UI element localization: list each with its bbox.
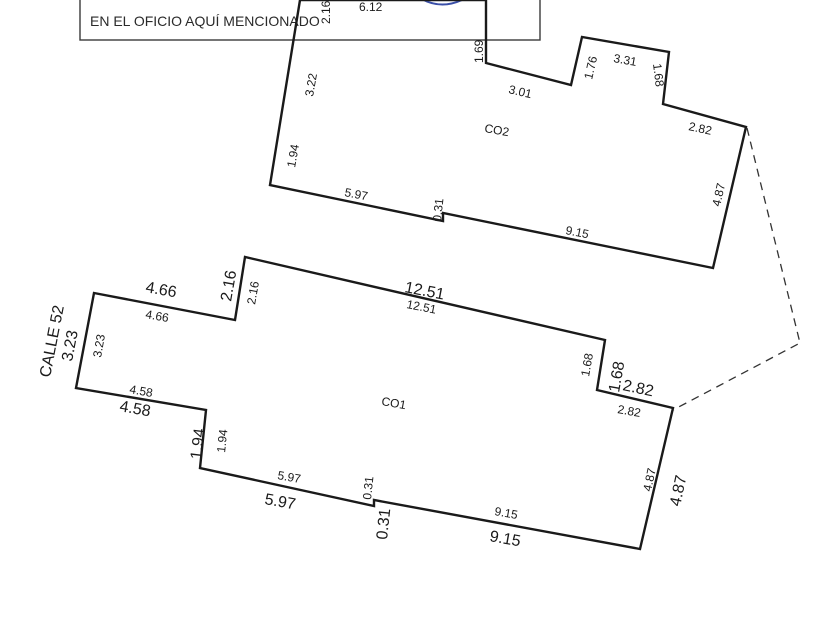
- co2-labels: 6.12 2.16 1.69 3.01 1.76 3.31 1.68 2.82 …: [284, 0, 728, 241]
- co1-inner-dim-l: 3.23: [90, 333, 108, 359]
- co1-inner-dim-k: 4.58: [128, 382, 154, 400]
- co2-dim-l: 3.22: [302, 72, 320, 98]
- stamp-seal-mark: [421, 0, 463, 6]
- co2-name: CO2: [483, 121, 510, 139]
- co1-outer-dim-i: 5.97: [263, 491, 297, 513]
- co2-dim-k: 1.94: [284, 143, 302, 169]
- co2-dim-m: 2.16: [319, 0, 333, 24]
- stamp-border: [79, 0, 541, 41]
- dashed-connector: [672, 127, 801, 411]
- co2-dim-g: 4.87: [709, 181, 728, 207]
- co2-dim-top: 6.12: [359, 0, 383, 14]
- stamp-line: EN EL OFICIO AQUÍ MENCIONADO: [90, 13, 320, 29]
- co1-outer-dim-h: 0.31: [374, 508, 394, 541]
- co1-outer-dim-g: 9.15: [488, 528, 522, 550]
- co2-outline: [268, 0, 748, 270]
- co2-dim-i: 0.31: [430, 197, 446, 222]
- co1-inner-dim-h: 0.31: [360, 475, 376, 500]
- co1-inner-dim-b: 2.16: [244, 280, 262, 306]
- co2-dim-a: 1.69: [472, 39, 486, 63]
- co1-outer-dim-l: 3.23: [59, 329, 82, 363]
- co2-dim-b: 3.01: [507, 82, 533, 101]
- co1-inner-dim-d: 1.68: [578, 352, 596, 378]
- co1-inner-dim-a: 4.66: [144, 307, 170, 325]
- co2-dim-d: 3.31: [612, 51, 638, 69]
- co1-outer-dim-e: 2.82: [621, 377, 655, 400]
- co1-inner-dim-g: 9.15: [493, 504, 519, 522]
- stamp: EN EL OFICIO AQUÍ MENCIONADO: [79, 0, 541, 41]
- co1-inner-dim-e: 2.82: [616, 402, 642, 420]
- co1-inner-dim-j: 1.94: [214, 428, 230, 453]
- co1-inner-dim-i: 5.97: [276, 468, 302, 486]
- co1-outer-dim-a: 4.66: [144, 279, 178, 301]
- co1-labels: CALLE 52 3.23 4.66 2.16 12.51 1.68 2.82 …: [37, 269, 690, 550]
- co1-outer-dim-d: 1.68: [606, 360, 628, 394]
- co2-dim-j: 5.97: [343, 185, 369, 203]
- co1-inner-dim-c: 12.51: [405, 297, 437, 317]
- co1-outline: [74, 255, 675, 551]
- co1-outer-dim-j: 1.94: [188, 427, 209, 460]
- co2-dim-e: 1.68: [650, 63, 667, 88]
- co1-inner-dim-f: 4.87: [640, 467, 659, 493]
- co1-outer-dim-f: 4.87: [667, 474, 690, 508]
- co2-dim-f: 2.82: [687, 119, 713, 138]
- co1-outer-dim-k: 4.58: [118, 398, 152, 420]
- co1-outer-dim-b: 2.16: [218, 269, 240, 303]
- co2-dim-h: 9.15: [564, 223, 590, 241]
- co1-name: CO1: [380, 394, 407, 412]
- co2-dim-c: 1.76: [581, 54, 600, 80]
